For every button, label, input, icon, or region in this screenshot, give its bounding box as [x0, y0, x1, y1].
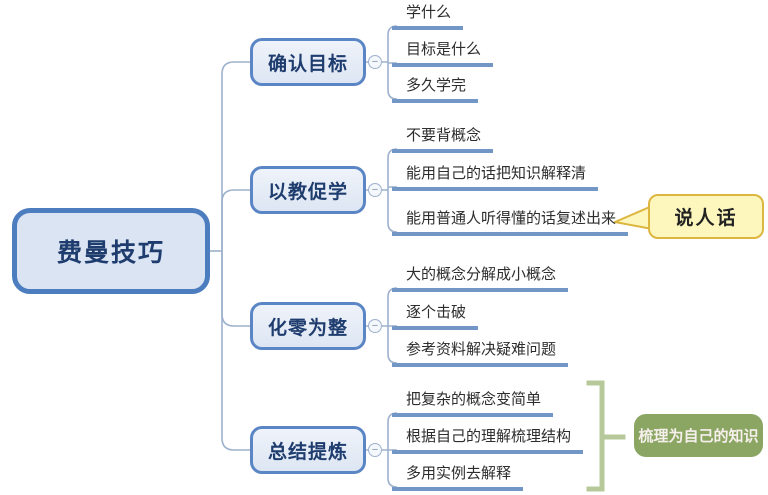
- summary-bracket: [586, 380, 626, 492]
- trunk-to-branch-3: [221, 251, 250, 327]
- minus-icon: −: [371, 184, 379, 196]
- child-topic[interactable]: 根据自己的理解梳理结构: [392, 425, 584, 454]
- collapse-toggle[interactable]: −: [368, 319, 382, 333]
- child-topic[interactable]: 能用普通人听得懂的话复述出来: [392, 207, 629, 236]
- trunk-to-branch-1: [221, 61, 250, 251]
- branch-node-divide-and-conquer[interactable]: 化零为整: [250, 302, 366, 350]
- callout-bubble[interactable]: 说人话: [648, 194, 764, 239]
- child-topic[interactable]: 参考资料解决疑难问题: [392, 338, 569, 367]
- root-node[interactable]: 费曼技巧: [12, 208, 210, 294]
- branch-node-learn-by-teaching[interactable]: 以教促学: [250, 166, 366, 214]
- collapse-toggle[interactable]: −: [368, 183, 382, 197]
- child-topic[interactable]: 目标是什么: [392, 38, 494, 67]
- minus-icon: −: [371, 444, 379, 456]
- collapse-toggle[interactable]: −: [368, 443, 382, 457]
- child-topic[interactable]: 不要背概念: [392, 124, 494, 153]
- child-topic[interactable]: 多久学完: [392, 74, 479, 103]
- branch-node-confirm-goals[interactable]: 确认目标: [250, 38, 366, 86]
- collapse-toggle[interactable]: −: [368, 55, 382, 69]
- child-topic[interactable]: 学什么: [392, 1, 464, 30]
- summary-node[interactable]: 梳理为自己的知识: [634, 414, 763, 457]
- branch-node-summarize-refine[interactable]: 总结提炼: [250, 426, 366, 474]
- trunk-to-branch-4: [221, 251, 250, 451]
- trunk-connectors: [210, 61, 250, 451]
- child-topic[interactable]: 逐个击破: [392, 301, 479, 330]
- minus-icon: −: [371, 320, 379, 332]
- child-topic[interactable]: 能用自己的话把知识解释清: [392, 162, 599, 191]
- minus-icon: −: [371, 56, 379, 68]
- child-topic[interactable]: 大的概念分解成小概念: [392, 263, 569, 292]
- child-topic[interactable]: 把复杂的概念变简单: [392, 388, 554, 417]
- trunk-to-branch-2: [221, 189, 250, 251]
- child-topic[interactable]: 多用实例去解释: [392, 462, 524, 491]
